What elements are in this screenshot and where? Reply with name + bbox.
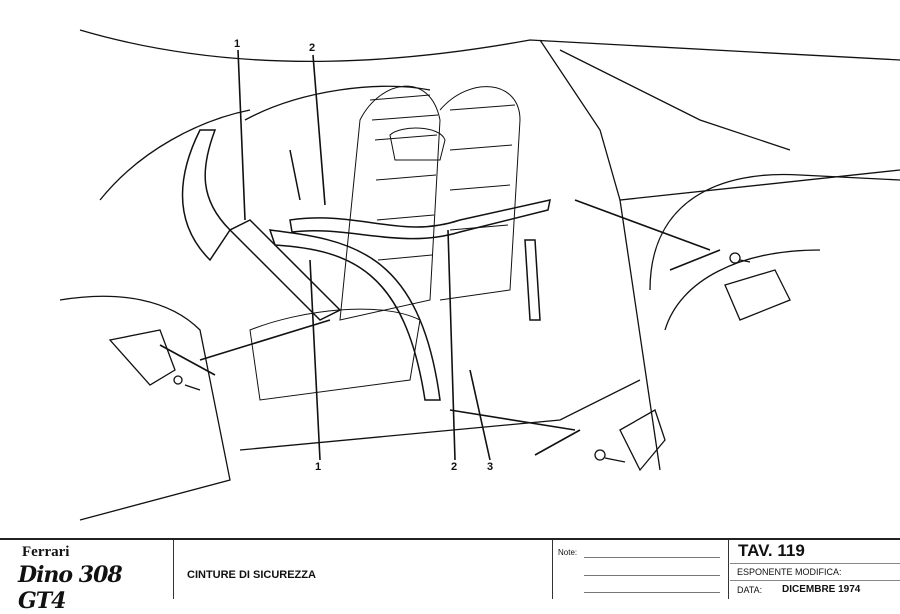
esponente-modifica-label: ESPONENTE MODIFICA:	[737, 567, 842, 577]
hardware-parts	[108, 252, 791, 472]
callout-1-bottom: 1	[315, 461, 322, 473]
dino-308-gt4-logo: Dino 308 GT4	[18, 562, 123, 614]
note-line	[584, 592, 720, 593]
logo-cell: Ferrari Dino 308 GT4	[0, 540, 174, 614]
notes-cell	[552, 540, 729, 599]
leader-lines	[159, 49, 721, 461]
callout-2-top: 2	[309, 42, 316, 54]
ferrari-logo: Ferrari	[22, 544, 70, 560]
title-block: Ferrari Dino 308 GT4 CINTURE DI SICUREZZ…	[0, 538, 900, 614]
note-label: Note:	[558, 548, 578, 557]
divider	[730, 580, 900, 581]
seat-belt-exploded-diagram	[59, 29, 900, 521]
callout-1-top: 1	[234, 38, 241, 50]
seat-belts	[181, 129, 551, 401]
date-value: DICEMBRE 1974	[782, 584, 861, 595]
note-line	[584, 575, 720, 576]
table-number: TAV. 119	[738, 541, 805, 560]
callout-2-bottom: 2	[451, 461, 458, 473]
title-cell: CINTURE DI SICUREZZA	[173, 540, 553, 599]
divider	[730, 563, 900, 564]
date-label: DATA:	[737, 585, 763, 595]
note-line	[584, 557, 720, 558]
seats	[249, 85, 521, 401]
car-body-outline	[59, 29, 900, 521]
drawing-title: CINTURE DI SICUREZZA	[187, 569, 316, 581]
callout-3-bottom: 3	[487, 461, 494, 473]
